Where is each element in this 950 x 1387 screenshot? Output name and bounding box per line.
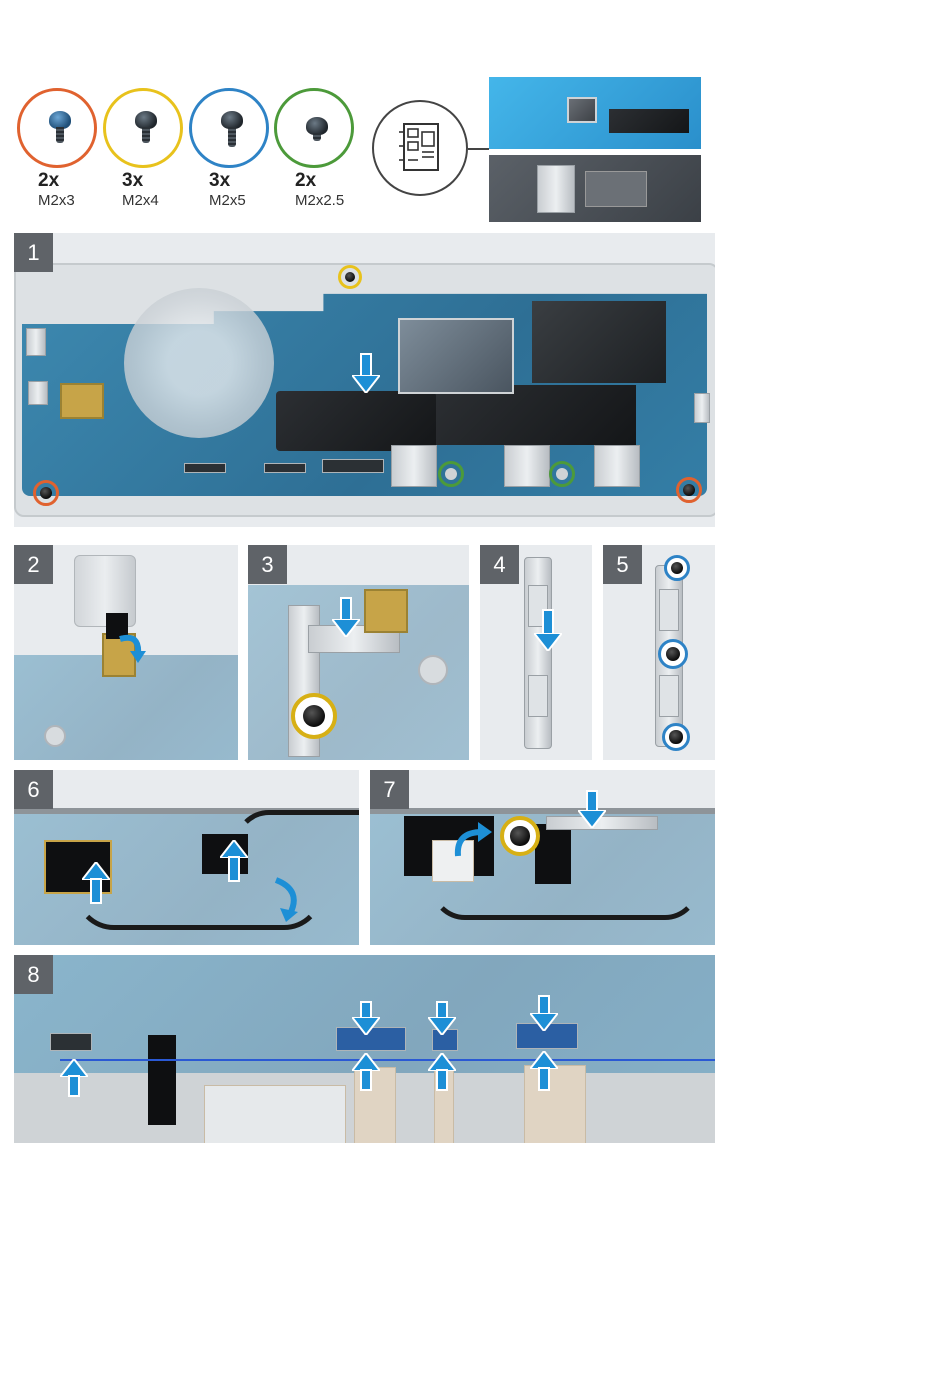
step-number: 8	[14, 955, 53, 994]
screw-m2x5-location	[664, 555, 690, 581]
screw-size-m2x4: M2x4	[122, 192, 159, 209]
screw-count-m2x5: 3x	[209, 170, 230, 192]
step-8-panel: 8	[14, 955, 715, 1143]
step-number: 6	[14, 770, 53, 809]
rotate-arrow	[448, 822, 494, 862]
screw-m2x2.5-location	[549, 461, 575, 487]
step-number: 4	[480, 545, 519, 584]
step-6-panel: 6	[14, 770, 359, 945]
fan	[124, 288, 274, 438]
step-number: 3	[248, 545, 287, 584]
step-7-panel: 7	[370, 770, 715, 945]
rotate-arrow	[114, 629, 150, 665]
screw-m2x5-location	[658, 639, 688, 669]
screw-m2x4-location	[291, 693, 337, 739]
step-number: 1	[14, 233, 53, 272]
port-usb-c-left	[26, 328, 46, 356]
fpc-connector	[50, 1033, 92, 1051]
port-usb-left	[28, 381, 48, 405]
step-number: 7	[370, 770, 409, 809]
screw-count-m2x2.5: 2x	[295, 170, 316, 192]
screw-m2x2.5-icon	[274, 88, 354, 168]
screw-m2x4-location	[338, 265, 362, 289]
screw-m2x3-location	[33, 480, 59, 506]
heat-pipe	[276, 391, 436, 451]
motherboard-icon	[372, 100, 468, 196]
screw-size-m2x5: M2x5	[209, 192, 246, 209]
screw-m2x3-location	[676, 477, 702, 503]
step-number: 2	[14, 545, 53, 584]
screw-m2x3-icon	[17, 88, 97, 168]
step-4-panel: 4	[480, 545, 592, 760]
screw-m2x2.5-location	[438, 461, 464, 487]
step-2-panel: 2	[14, 545, 238, 760]
wlan-card	[60, 383, 104, 419]
screw-m2x5-location	[662, 723, 690, 751]
step-1-panel: 1	[14, 233, 715, 527]
screw-m2x4-location	[500, 816, 540, 856]
cpu	[398, 318, 514, 394]
screw-m2x5-icon	[189, 88, 269, 168]
step-5-panel: 5	[603, 545, 715, 760]
keyboard-flex	[524, 1065, 586, 1143]
screw-count-m2x3: 2x	[38, 170, 59, 192]
memory-shield	[532, 301, 666, 383]
screw-size-m2x3: M2x3	[38, 192, 75, 209]
screw-size-m2x2.5: M2x2.5	[295, 192, 344, 209]
step-3-panel: 3	[248, 545, 469, 760]
port-usb-c-right	[694, 393, 710, 423]
overview-thumbnail	[489, 77, 701, 222]
rotate-arrow	[268, 876, 308, 922]
step-number: 5	[603, 545, 642, 584]
ssd-shield	[436, 385, 636, 445]
screw-m2x4-icon	[103, 88, 183, 168]
screw-count-m2x4: 3x	[122, 170, 143, 192]
